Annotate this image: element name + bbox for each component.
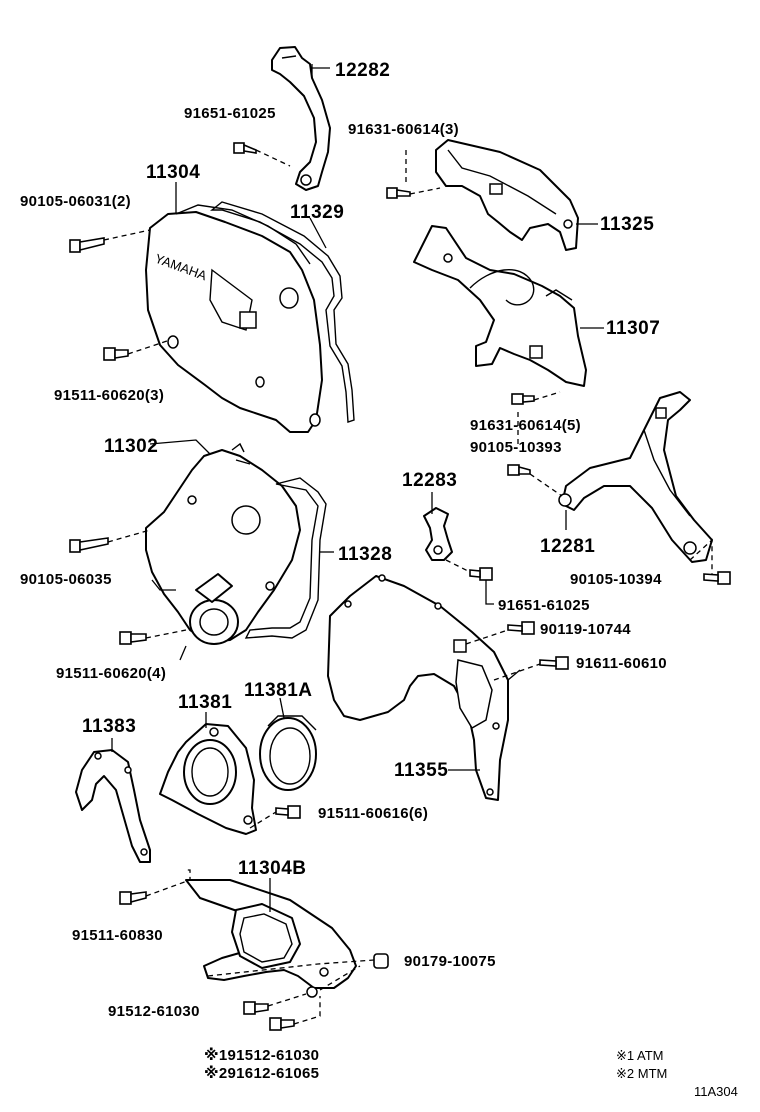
bolt-91631-3 (386, 187, 411, 199)
label-11307: 11307 (606, 318, 660, 339)
label-91631-60614-3: 91631-60614(3) (348, 121, 459, 138)
bolt-91631-5 (511, 393, 535, 405)
plate-11307 (413, 225, 587, 387)
label-12283: 12283 (402, 470, 457, 491)
label-11328: 11328 (338, 544, 392, 565)
gasket-11383 (75, 749, 151, 863)
label-90119-10744: 90119-10744 (540, 621, 631, 638)
label-90179-10075: 90179-10075 (404, 953, 496, 970)
label-11304: 11304 (146, 162, 200, 183)
legend: ※1 ATM ※2 MTM (616, 1048, 667, 1081)
label-91512-61030: 91512-61030 (108, 1003, 200, 1020)
part-labels: 12282 91651-61025 91631-60614(3) 11304 9… (20, 60, 667, 1082)
bolt-91511-60616 (275, 805, 301, 819)
clip-12283 (423, 507, 453, 561)
legend-atm: ※1 ATM (616, 1048, 664, 1063)
bolt-91651-bottom (469, 567, 493, 581)
label-91611-60610: 91611-60610 (576, 655, 667, 672)
fasteners (69, 142, 731, 1031)
label-90105-10393: 90105-10393 (470, 439, 562, 456)
label-star1-91512-61030: ※191512-61030 (204, 1046, 319, 1064)
bracket-12281 (558, 391, 713, 563)
bolt-91512 (243, 1001, 269, 1015)
label-91511-60616-6: 91511-60616(6) (318, 805, 428, 822)
label-11329: 11329 (290, 202, 344, 223)
label-12281: 12281 (540, 536, 595, 557)
timing-cover-11304: YAMAHA (145, 204, 323, 433)
leader-lines (103, 64, 713, 1025)
label-90105-10394: 90105-10394 (570, 571, 662, 588)
bolt-90119 (507, 621, 535, 635)
label-11383: 11383 (82, 716, 136, 737)
label-90105-06035: 90105-06035 (20, 571, 112, 588)
label-91511-60620-4: 91511-60620(4) (56, 665, 166, 682)
bolt-91651-top (233, 142, 257, 154)
label-91631-60614-5: 91631-60614(5) (470, 417, 581, 434)
label-12282: 12282 (335, 60, 390, 81)
bolt-90105-06031 (69, 237, 105, 253)
gasket-11329 (210, 201, 355, 423)
lower-cover-11304B (185, 879, 357, 998)
label-star2-91612-61065: ※291612-61065 (204, 1064, 319, 1082)
label-90105-06031-2: 90105-06031(2) (20, 193, 131, 210)
retainer-11381 (159, 723, 257, 835)
bolt-91511-60830 (119, 891, 147, 905)
label-91511-60830: 91511-60830 (72, 927, 163, 944)
timing-cover-11302 (145, 442, 301, 645)
label-11304B: 11304B (238, 858, 307, 879)
legend-mtm: ※2 MTM (616, 1066, 667, 1081)
label-91651-61025-bottom: 91651-61025 (498, 597, 590, 614)
label-11381A: 11381A (244, 680, 313, 701)
nut-90179 (373, 953, 389, 969)
oil-seal-11381A (259, 715, 317, 791)
label-11325: 11325 (600, 214, 654, 235)
rear-cover-11325 (435, 139, 579, 251)
label-91511-60620-3: 91511-60620(3) (54, 387, 164, 404)
gasket-11328 (244, 477, 327, 639)
bolt-91611 (539, 656, 569, 670)
bolt-90105-10394 (703, 571, 731, 585)
label-91651-61025-top: 91651-61025 (184, 105, 276, 122)
bolt-90105-10393 (507, 464, 531, 476)
label-11355: 11355 (394, 760, 448, 781)
bolt-91511-3 (103, 347, 129, 361)
diagram-code: 11A304 (694, 1084, 738, 1099)
bolt-star (269, 1017, 295, 1031)
rear-plate-11355 (327, 574, 509, 801)
label-11381: 11381 (178, 692, 232, 713)
bracket-12282 (271, 46, 331, 191)
bolt-90105-06035 (69, 537, 109, 553)
bolt-91511-4 (119, 631, 147, 645)
label-11302: 11302 (104, 436, 158, 457)
